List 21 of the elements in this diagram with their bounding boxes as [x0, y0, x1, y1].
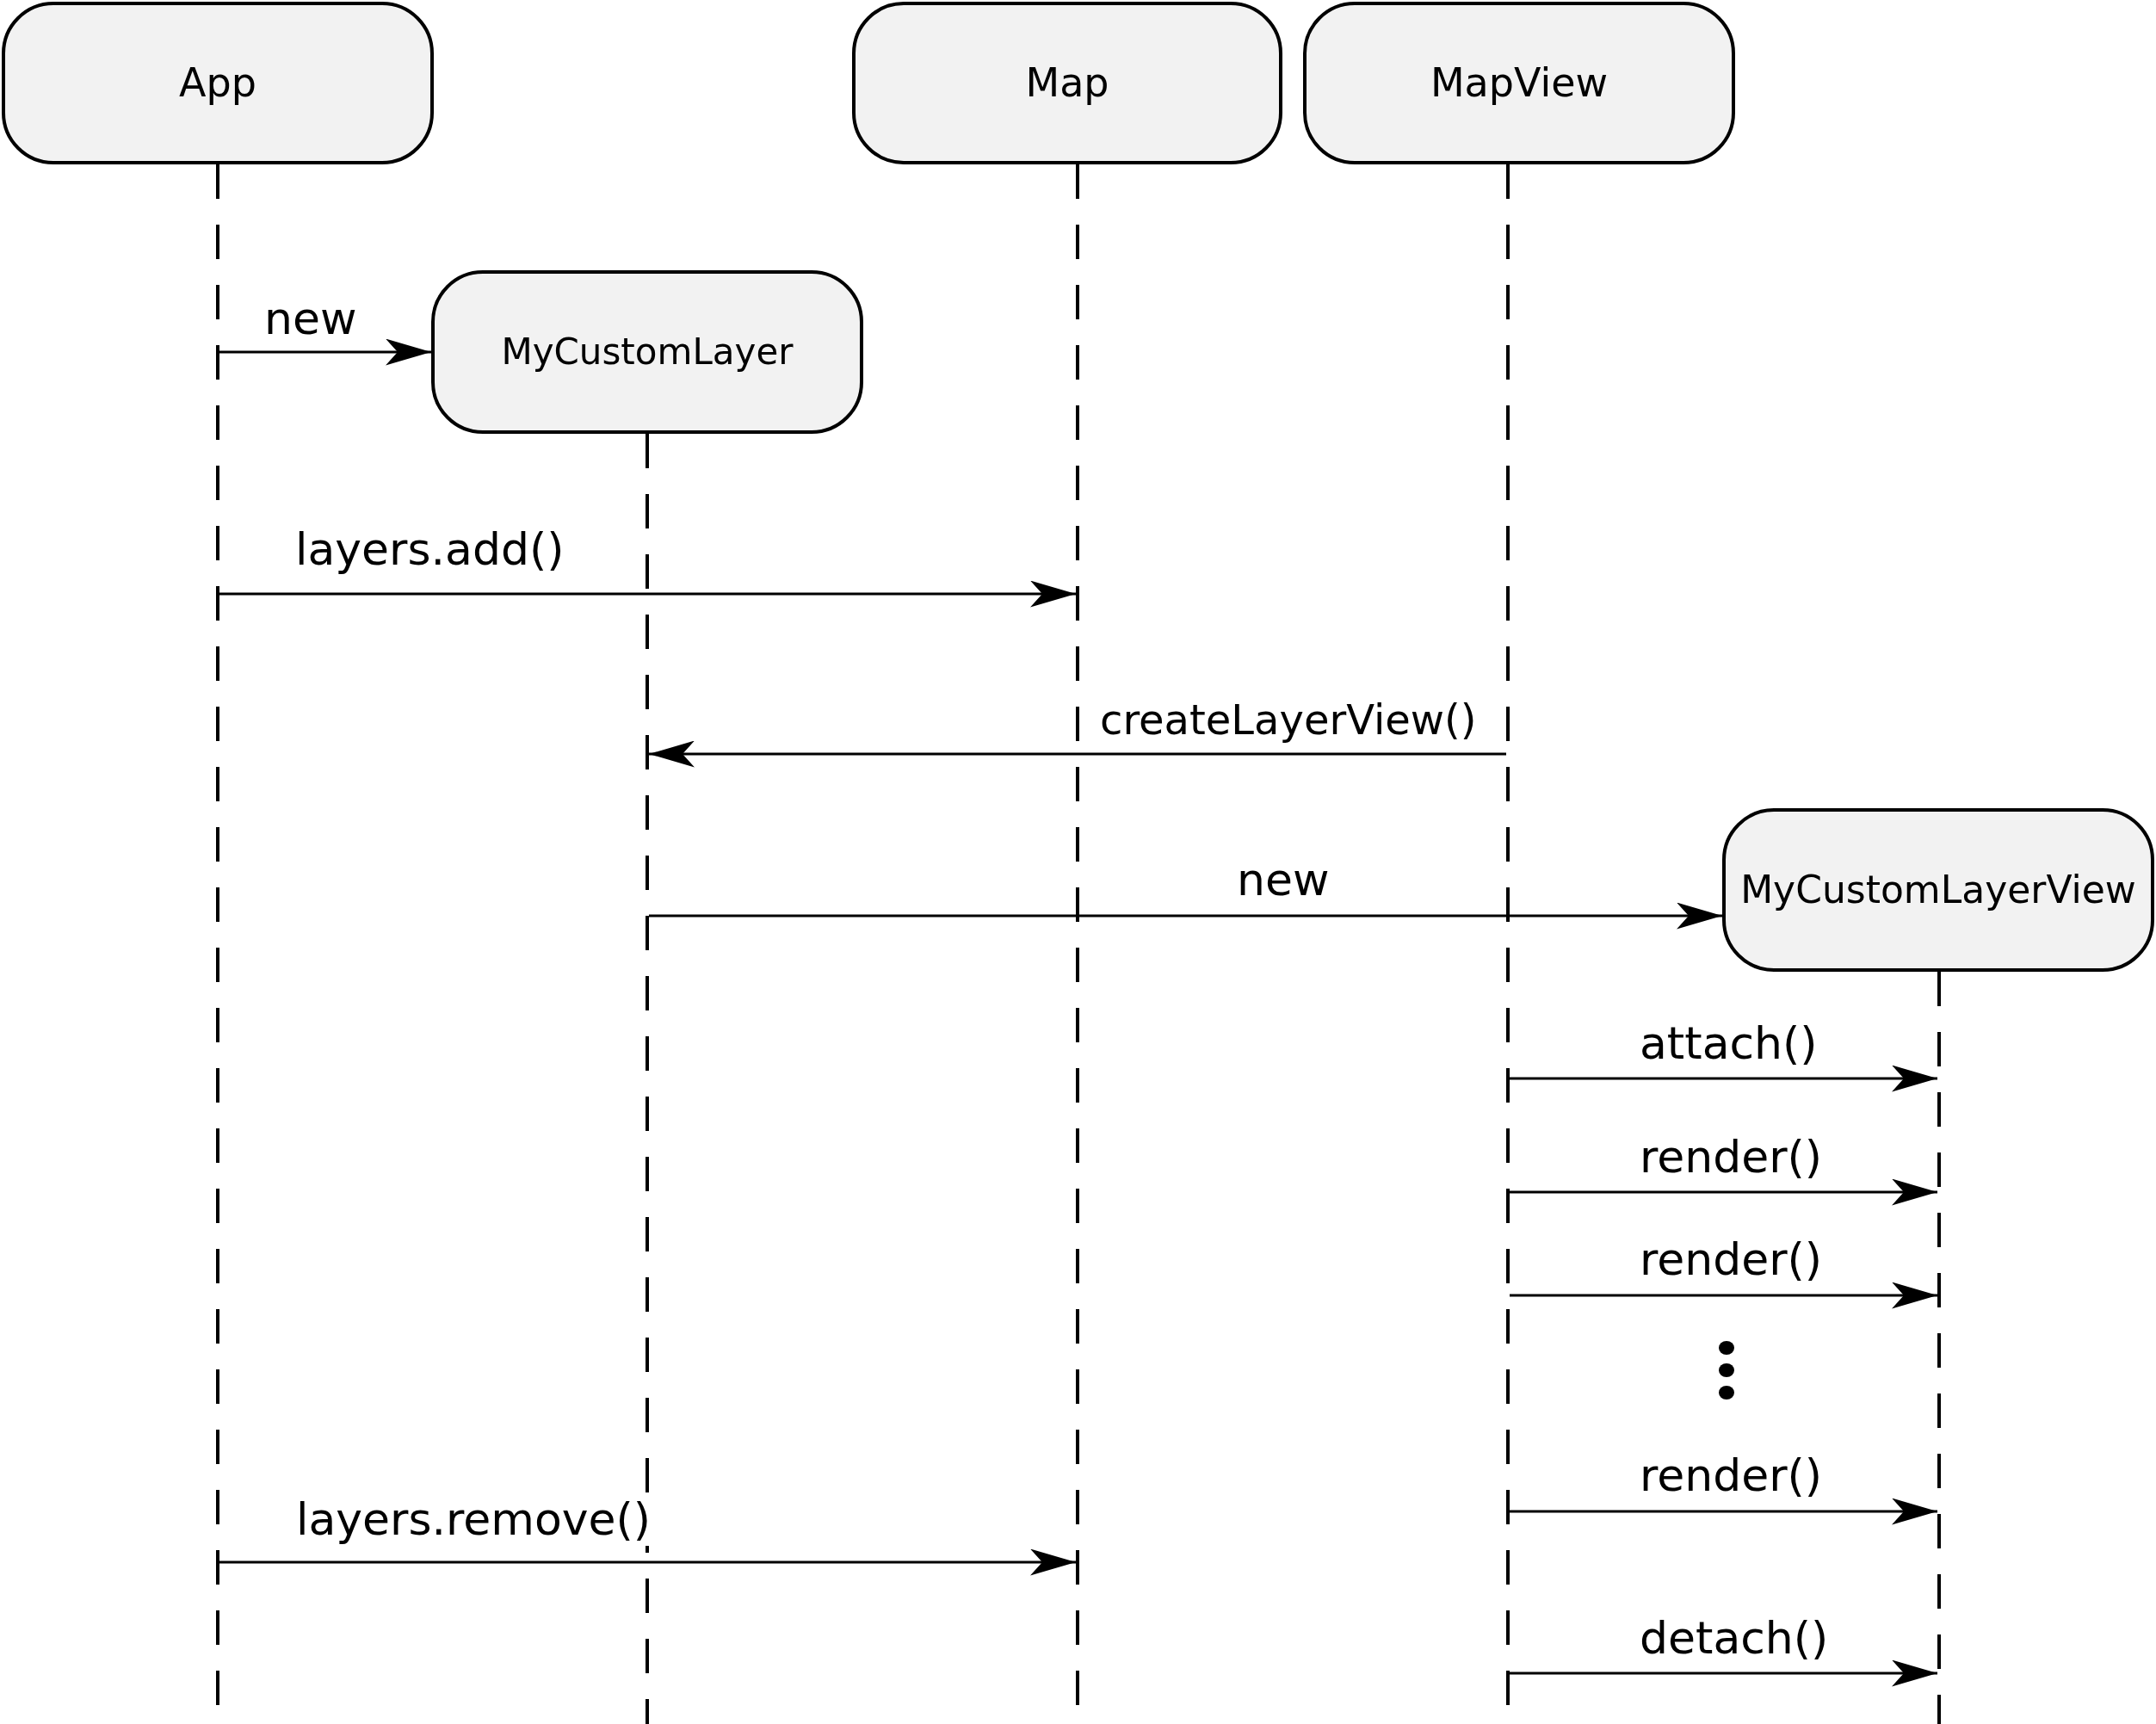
message-arrow	[1510, 1659, 1937, 1687]
message-arrow	[1510, 1065, 1937, 1092]
participant-name: MapView	[1430, 59, 1609, 108]
message-arrow	[1510, 1178, 1937, 1206]
participant-box	[1722, 808, 2154, 972]
participant-name: App	[179, 59, 256, 108]
lifeline	[1937, 972, 1941, 1724]
participant-name: Map	[1025, 59, 1109, 108]
participant-box	[852, 2, 1282, 164]
message-arrow	[649, 740, 1506, 768]
participant-box	[431, 270, 863, 434]
participant-name: MyCustomLayerView	[1740, 867, 2136, 913]
message-arrow	[219, 580, 1076, 608]
message-arrow	[219, 1548, 1076, 1576]
message-arrow	[649, 902, 1722, 930]
participant-box	[2, 2, 434, 164]
message-arrow	[219, 338, 431, 366]
message-arrow	[1510, 1498, 1937, 1525]
message-arrow	[1510, 1282, 1937, 1309]
participant-box	[1303, 2, 1735, 164]
participant-name: MyCustomLayer	[501, 330, 794, 374]
